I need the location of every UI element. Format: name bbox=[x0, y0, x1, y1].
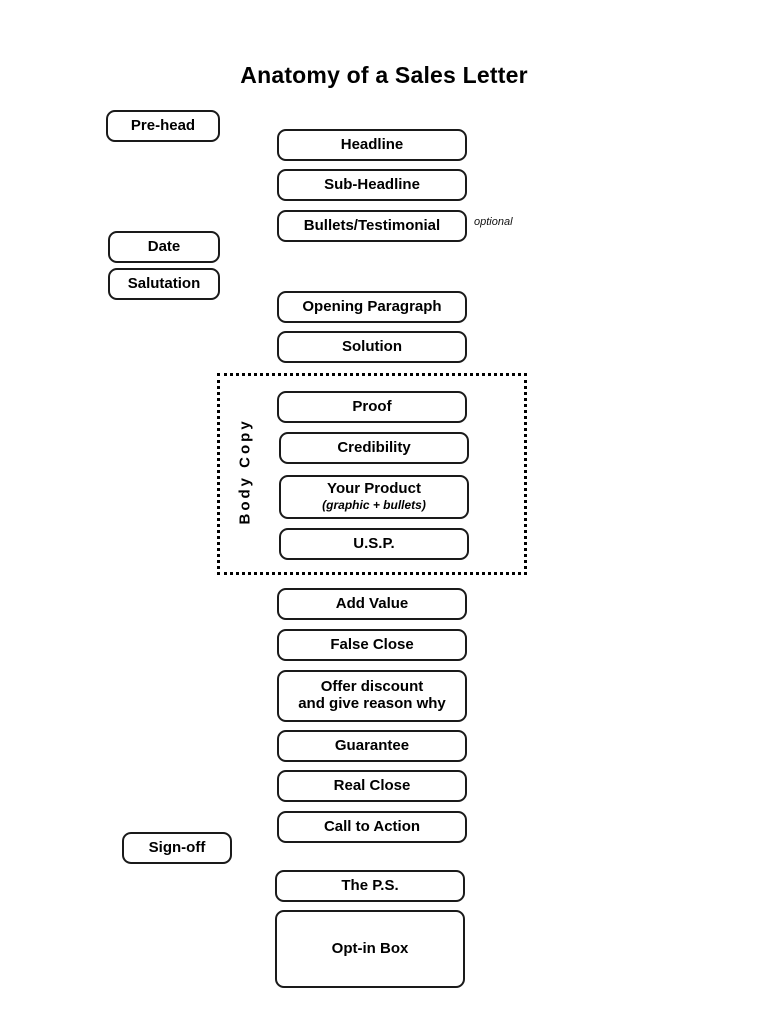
node-date: Date bbox=[108, 231, 220, 263]
node-label: Your Product bbox=[327, 480, 421, 498]
node-label: Real Close bbox=[333, 776, 411, 794]
node-pre-head: Pre-head bbox=[106, 110, 220, 142]
node-salutation: Salutation bbox=[108, 268, 220, 300]
node-headline: Headline bbox=[277, 129, 467, 161]
node-label: False Close bbox=[330, 635, 414, 653]
node-label: Call to Action bbox=[323, 817, 421, 835]
node-add-value: Add Value bbox=[277, 588, 467, 620]
node-your-product: Your Product (graphic + bullets) bbox=[279, 475, 469, 519]
node-label: Solution bbox=[342, 337, 402, 355]
node-sign-off: Sign-off bbox=[122, 832, 232, 864]
group-body-copy-label: Body Copy bbox=[236, 418, 254, 525]
node-usp: U.S.P. bbox=[279, 528, 469, 560]
group-body-copy bbox=[217, 373, 527, 575]
node-the-ps: The P.S. bbox=[275, 870, 465, 902]
node-bullets-testimonial: Bullets/Testimonial bbox=[277, 210, 467, 242]
node-label: Sub-Headline bbox=[324, 175, 420, 193]
node-label: Sign-off bbox=[148, 838, 206, 856]
node-label: Opening Paragraph bbox=[302, 297, 442, 315]
node-label: Date bbox=[147, 237, 181, 255]
node-label-line2: and give reason why bbox=[298, 695, 446, 712]
node-label: Pre-head bbox=[130, 116, 196, 134]
node-opening-paragraph: Opening Paragraph bbox=[277, 291, 467, 323]
node-label: Salutation bbox=[127, 274, 201, 292]
optional-note: optional bbox=[474, 216, 513, 228]
node-label: Proof bbox=[352, 397, 392, 415]
node-label: Guarantee bbox=[334, 736, 410, 754]
node-label: Add Value bbox=[335, 594, 409, 612]
node-opt-in-box: Opt-in Box bbox=[275, 910, 465, 988]
node-false-close: False Close bbox=[277, 629, 467, 661]
node-sub-headline: Sub-Headline bbox=[277, 169, 467, 201]
node-sublabel: (graphic + bullets) bbox=[322, 498, 426, 512]
node-solution: Solution bbox=[277, 331, 467, 363]
node-proof: Proof bbox=[277, 391, 467, 423]
node-real-close: Real Close bbox=[277, 770, 467, 802]
node-credibility: Credibility bbox=[279, 432, 469, 464]
page-title: Anatomy of a Sales Letter bbox=[240, 62, 528, 88]
node-label: The P.S. bbox=[341, 876, 399, 894]
node-label: Credibility bbox=[337, 438, 411, 456]
node-call-to-action: Call to Action bbox=[277, 811, 467, 843]
node-label: Bullets/Testimonial bbox=[303, 216, 441, 234]
node-label-line1: Offer discount bbox=[320, 678, 424, 696]
node-label: U.S.P. bbox=[353, 534, 395, 552]
node-label: Headline bbox=[340, 135, 404, 153]
node-label: Opt-in Box bbox=[331, 939, 409, 957]
node-offer-discount: Offer discount and give reason why bbox=[277, 670, 467, 722]
node-guarantee: Guarantee bbox=[277, 730, 467, 762]
